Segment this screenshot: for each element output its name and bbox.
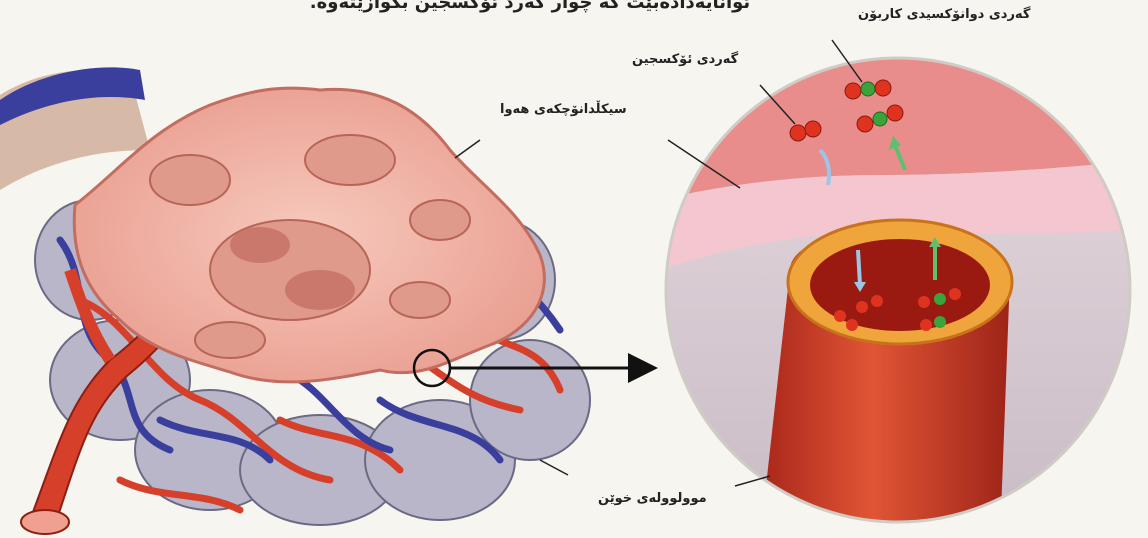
zoomed-view [660,50,1140,538]
oxygen-atom [871,295,883,307]
alveolus-chamber [305,135,395,185]
label-carbon-dioxide: گەردی دوانۆکسیدی کاربۆن [858,7,1030,22]
artery-opening [21,510,69,534]
oxygen-atom [918,296,930,308]
oxygen-atom [846,319,858,331]
alveolus-chamber [390,282,450,318]
carbon-atom [934,316,946,328]
carbon-dioxide-molecule [845,80,891,99]
alveolar-cluster [0,67,590,534]
alveolus-chamber [210,220,370,320]
leader-line-alveolus-left [455,140,480,158]
label-capillary: موولوولەی خوێن [598,491,707,506]
alveolus-chamber [150,155,230,205]
oxygen-atom [949,288,961,300]
oxygen-atom [856,301,868,313]
oxygen-atom [834,310,846,322]
alveolus-chamber [410,200,470,240]
oxygen-diffusion-arrow-2 [858,250,860,285]
label-alveolus: سیکڵدانۆچکەی هەوا [500,102,627,117]
alveolus-chamber [195,322,265,358]
label-oxygen: گەردی ئۆکسجین [632,52,738,67]
carbon-atom [934,293,946,305]
leader-line-capillary-left [540,460,568,475]
oxygen-atom [920,319,932,331]
